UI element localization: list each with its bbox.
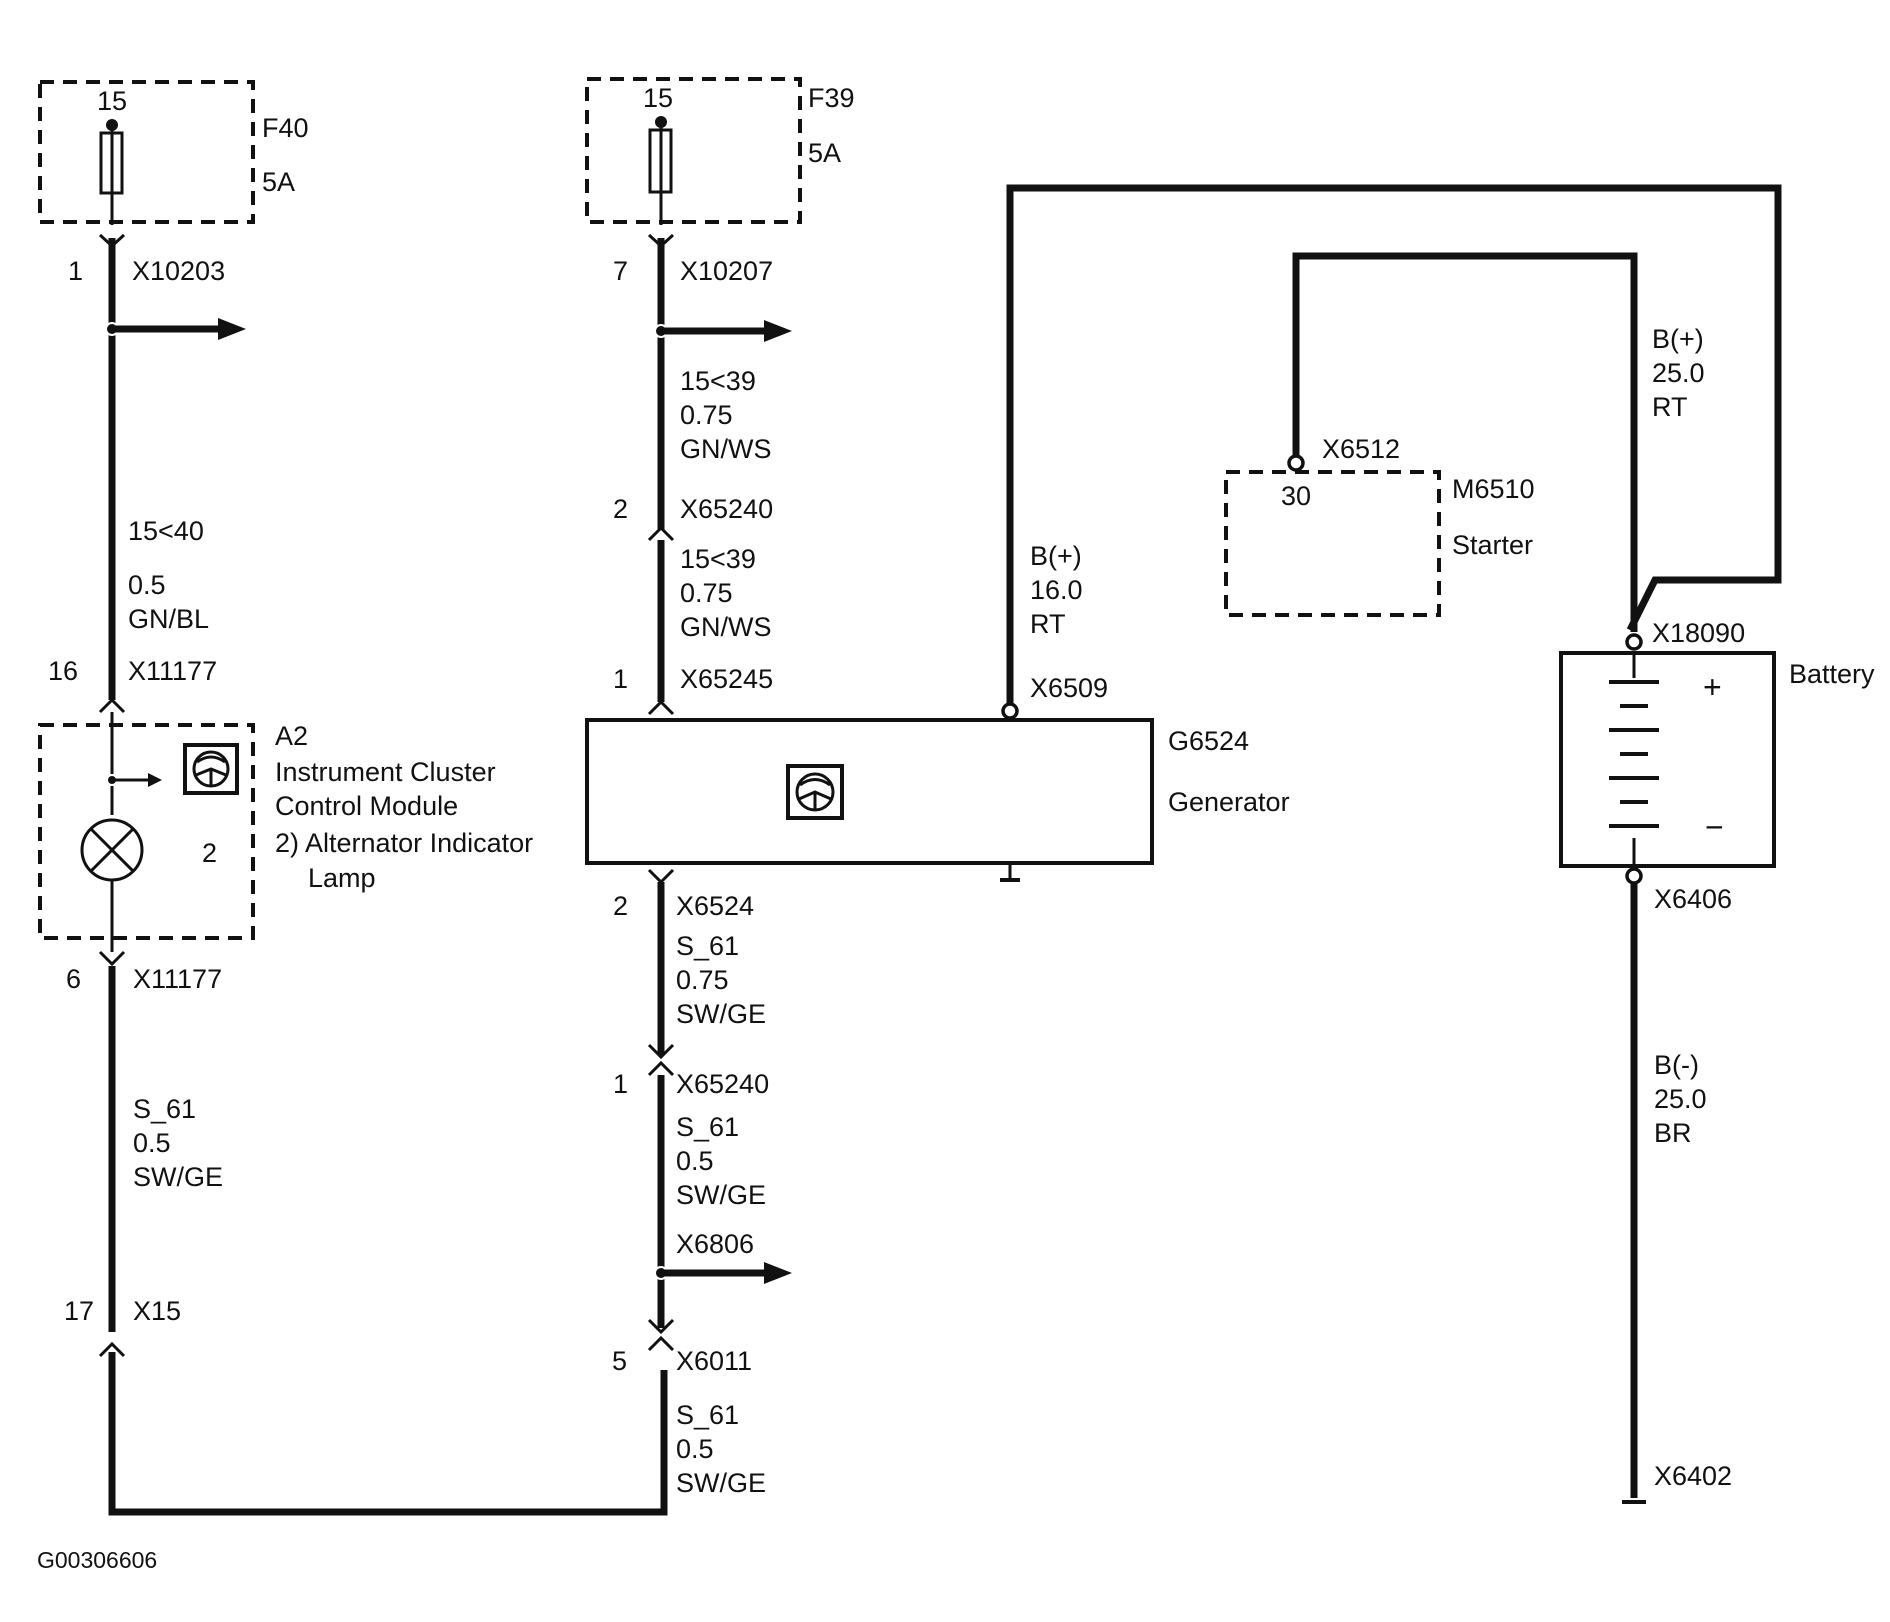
component-a2-id: A2 [275, 721, 308, 751]
component-a2-name-1: Instrument Cluster [275, 757, 496, 787]
wire-bat-bminus-gauge: 25.0 [1654, 1084, 1707, 1114]
connector-x65240-top-pin: 2 [613, 494, 628, 524]
fuse-f40-rating: 5A [262, 167, 295, 197]
wire-bat-bplus-color: RT [1652, 392, 1688, 422]
connector-x6524-label: X6524 [676, 891, 754, 921]
connector-x6512-label: X6512 [1322, 434, 1400, 464]
fuse-f39-label: F39 [808, 83, 855, 113]
connector-x11177-in-label: X11177 [128, 656, 217, 686]
connector-x11177-out-label: X11177 [133, 964, 222, 994]
wire-gen-bplus-signal: B(+) [1030, 541, 1082, 571]
connector-x10207-pin: 7 [613, 256, 628, 286]
component-starter-id: M6510 [1452, 474, 1535, 504]
fuse-f39-terminal: 15 [643, 83, 673, 113]
connector-x65240-top-label: X65240 [680, 494, 773, 524]
generator-g6524 [585, 718, 1154, 882]
connector-x6402-label: X6402 [1654, 1461, 1732, 1491]
connector-x6011-label: X6011 [676, 1346, 752, 1376]
component-a2-note-2: Lamp [308, 863, 376, 893]
connector-x11177-out-pin: 6 [66, 964, 81, 994]
terminal-x18090 [1625, 633, 1643, 651]
lamp-ref-number: 2 [202, 838, 217, 868]
connector-x65240-bottom-pin: 1 [613, 1069, 628, 1099]
generator-symbol-icon [786, 764, 844, 820]
connector-x15-label: X15 [133, 1296, 181, 1326]
wire-f39b-signal: 15<39 [680, 544, 756, 574]
connector-x65245-label: X65245 [680, 664, 773, 694]
wire-lamp-signal: S_61 [133, 1094, 196, 1124]
wire-bat-bminus-color: BR [1654, 1118, 1692, 1148]
terminal-x6512 [1287, 454, 1305, 472]
wire-battery-to-starter [1292, 252, 1638, 632]
wire-gen-c-gauge: 0.5 [676, 1434, 714, 1464]
wire-f39a-color: GN/WS [680, 434, 772, 464]
wire-gen-bplus-gauge: 16.0 [1030, 575, 1083, 605]
component-a2-note-1: 2) Alternator Indicator [275, 828, 533, 858]
wire-bat-bplus-gauge: 25.0 [1652, 358, 1705, 388]
connector-x6509-label: X6509 [1030, 673, 1108, 703]
wire-lamp-gauge: 0.5 [133, 1128, 171, 1158]
wire-gen-b-signal: S_61 [676, 1112, 739, 1142]
connector-x6512-pin: 30 [1281, 481, 1311, 511]
connector-x10207-label: X10207 [680, 256, 773, 286]
wire-f40-gauge: 0.5 [128, 570, 166, 600]
fuse-f39 [585, 77, 802, 225]
wire-f40-color: GN/BL [128, 604, 209, 634]
connector-x65245-pin: 1 [613, 664, 628, 694]
wire-f39a-signal: 15<39 [680, 366, 756, 396]
wire-gen-c-signal: S_61 [676, 1400, 739, 1430]
connector-x10203-label: X10203 [132, 256, 225, 286]
battery-plus-sign: + [1703, 669, 1722, 705]
wire-gen-c-color: SW/GE [676, 1468, 766, 1498]
component-a2-name-2: Control Module [275, 791, 458, 821]
wire-lamp-to-generator [108, 966, 668, 1516]
connector-x18090-label: X18090 [1652, 618, 1745, 648]
connector-x10203-pin: 1 [68, 256, 83, 286]
fuse-f40 [38, 80, 255, 225]
wire-bat-bplus-signal: B(+) [1652, 324, 1704, 354]
wire-f39b-gauge: 0.75 [680, 578, 733, 608]
wire-f39a-gauge: 0.75 [680, 400, 733, 430]
connector-x6406-label: X6406 [1654, 884, 1732, 914]
connector-x6806-label: X6806 [676, 1229, 754, 1259]
wire-gen-a-signal: S_61 [676, 931, 739, 961]
fuse-f40-label: F40 [262, 113, 309, 143]
wire-f39b-color: GN/WS [680, 612, 772, 642]
component-generator-name: Generator [1168, 787, 1290, 817]
battery-minus-sign: − [1705, 809, 1724, 845]
terminal-x6509 [1001, 702, 1019, 720]
connector-x65240-bottom-label: X65240 [676, 1069, 769, 1099]
wire-gen-bplus-color: RT [1030, 609, 1066, 639]
instrument-cluster-a2 [38, 712, 255, 952]
wire-gen-b-gauge: 0.5 [676, 1146, 714, 1176]
battery [1559, 651, 1776, 868]
wire-gen-b-color: SW/GE [676, 1180, 766, 1210]
warning-lamp-icon [80, 818, 144, 882]
component-generator-id: G6524 [1168, 726, 1249, 756]
generator-symbol-icon [183, 743, 239, 795]
wire-gen-a-color: SW/GE [676, 999, 766, 1029]
connector-x11177-in-pin: 16 [48, 656, 78, 686]
wire-f40-signal: 15<40 [128, 516, 204, 546]
connector-x15-pin: 17 [64, 1296, 94, 1326]
component-starter-name: Starter [1452, 530, 1533, 560]
connector-x6524-pin: 2 [613, 891, 628, 921]
wire-lamp-color: SW/GE [133, 1162, 223, 1192]
fuse-f39-rating: 5A [808, 138, 841, 168]
wire-generator-bplus [1006, 184, 1782, 706]
wire-bat-bminus-signal: B(-) [1654, 1050, 1699, 1080]
image-code: G00306606 [37, 1547, 157, 1573]
wire-gen-a-gauge: 0.75 [676, 965, 729, 995]
connector-x6011-pin: 5 [612, 1346, 627, 1376]
component-battery-name: Battery [1789, 659, 1875, 689]
fuse-f40-terminal: 15 [97, 86, 127, 116]
terminal-x6406 [1625, 867, 1643, 885]
starter-m6510 [1224, 470, 1441, 617]
